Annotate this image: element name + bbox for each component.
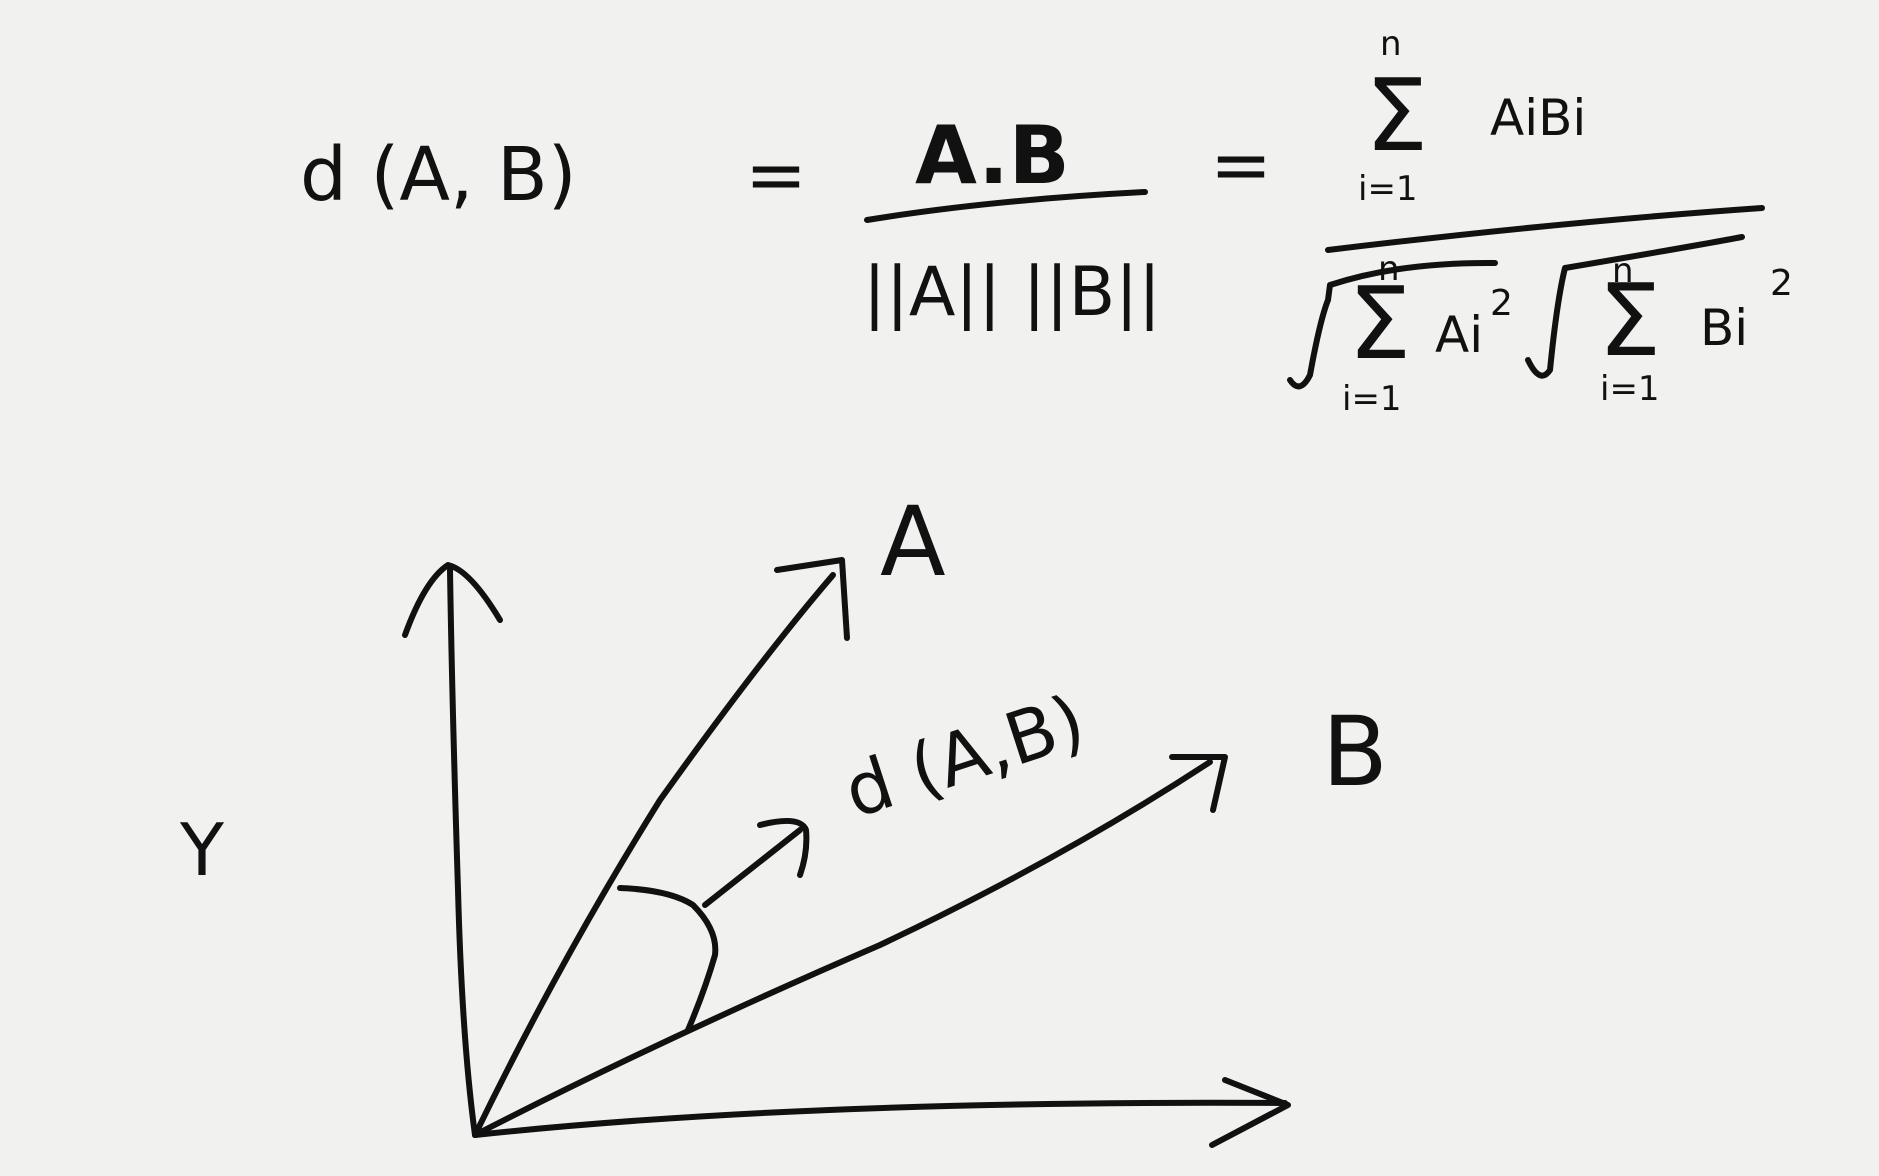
den-right-sum-symbol: Σ [1598, 262, 1661, 379]
den-left-power: 2 [1490, 283, 1513, 324]
vector-a-arrowhead [774, 557, 850, 641]
angle-arc [617, 885, 719, 1033]
x-axis-line [472, 1099, 1288, 1138]
vector-a-line [472, 572, 836, 1138]
fraction-summation: n Σ i=1 AiBi n Σ i=1 Ai 2 n Σ i=1 Bi 2 [1287, 24, 1793, 419]
x-axis-arrowhead [1209, 1077, 1291, 1148]
fraction1-numerator: A.B [915, 109, 1070, 202]
den-left-sum-symbol: Σ [1348, 265, 1411, 382]
sqrt-left-sign [1287, 259, 1498, 390]
y-axis-arrowhead [402, 562, 503, 638]
fraction1-bar [864, 189, 1148, 223]
formula-lhs: d (A, B) [300, 132, 577, 218]
vector-diagram: A B Y d (A,B) [179, 486, 1388, 1148]
vector-b-arrowhead [1169, 754, 1228, 813]
den-right-sum-lower: i=1 [1600, 369, 1660, 409]
vector-a-label: A [880, 486, 946, 598]
numerator-sum-symbol: Σ [1365, 57, 1428, 174]
fraction2-bar [1325, 205, 1765, 253]
den-right-sum-upper: n [1612, 251, 1634, 291]
numerator-sum-upper: n [1380, 24, 1402, 64]
y-axis-label: Y [179, 808, 225, 892]
angle-pointer-line [702, 827, 803, 908]
den-left-term: Ai [1435, 306, 1483, 364]
numerator-sum-lower: i=1 [1358, 169, 1418, 209]
formula-equals-2: = [1210, 122, 1272, 208]
vector-b-label: B [1322, 696, 1388, 808]
formula-equals-1: = [745, 132, 807, 218]
fraction1-denominator: ||A|| ||B|| [863, 253, 1161, 332]
numerator-term: AiBi [1490, 89, 1586, 147]
y-axis-line [447, 567, 478, 1138]
sqrt-right-sign [1525, 234, 1745, 379]
angle-pointer-arrowhead [757, 818, 810, 878]
den-right-term: Bi [1700, 299, 1748, 357]
den-right-power: 2 [1770, 263, 1793, 304]
den-left-sum-upper: n [1378, 249, 1400, 289]
vector-b-line [472, 759, 1213, 1138]
angle-label: d (A,B) [834, 678, 1094, 834]
den-left-sum-lower: i=1 [1342, 379, 1402, 419]
cosine-similarity-formula: d (A, B) = A.B ||A|| ||B|| = n Σ i=1 AiB… [300, 24, 1793, 419]
fraction-dot-over-norms: A.B ||A|| ||B|| [863, 109, 1161, 332]
